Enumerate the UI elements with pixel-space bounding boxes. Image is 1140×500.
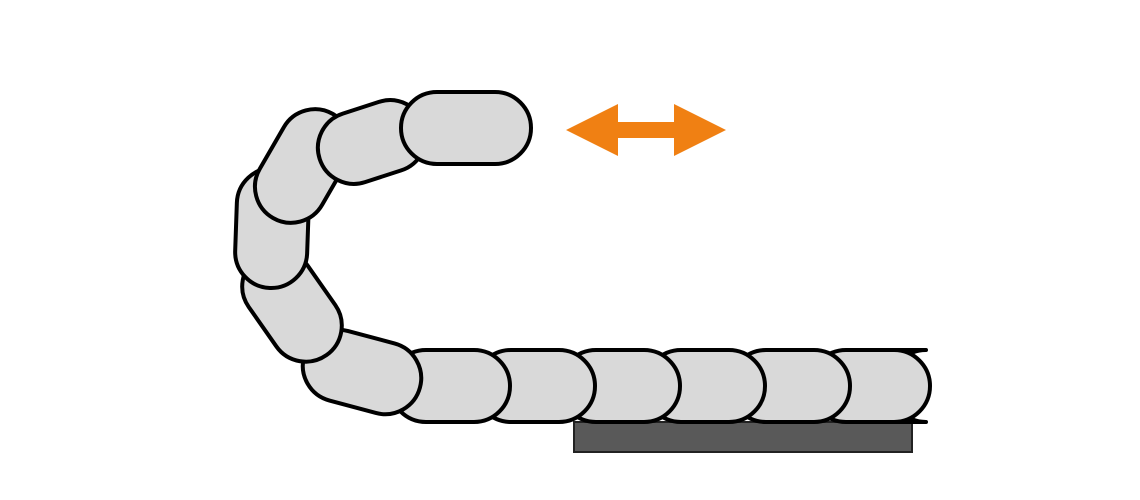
chain-upper-run — [315, 90, 533, 186]
chain-link — [399, 90, 533, 166]
chain-bend — [233, 107, 424, 417]
chain-lower-run — [388, 348, 932, 424]
mounting-rail — [573, 421, 913, 453]
double-headed-horizontal-arrow-icon — [566, 104, 726, 156]
